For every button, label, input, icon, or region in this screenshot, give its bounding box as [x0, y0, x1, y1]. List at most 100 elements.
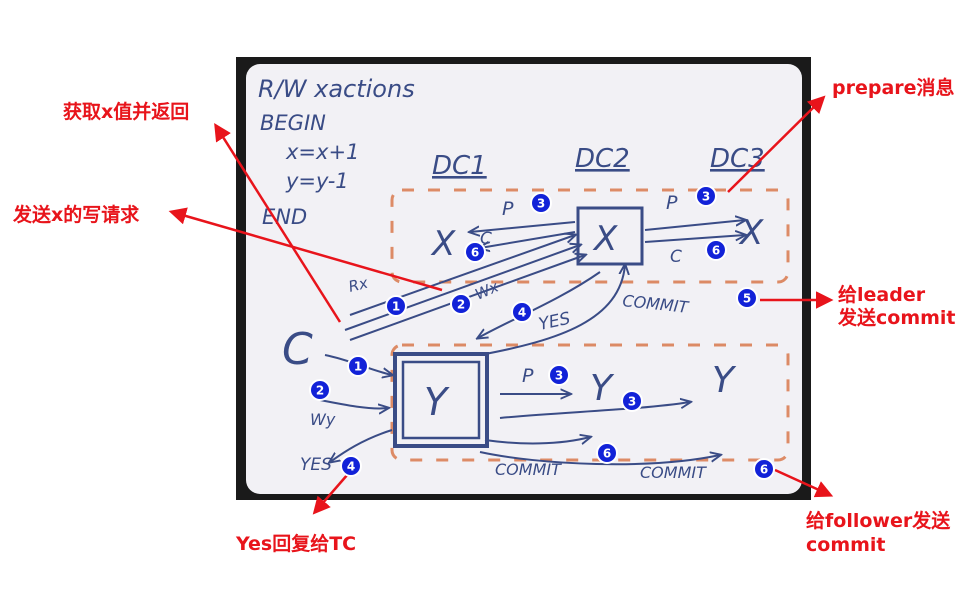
commit-arrow-y-dc2 — [484, 437, 590, 443]
callout-labels: 获取x值并返回 发送x的写请求 prepare消息 给leader 发送comm… — [11, 75, 958, 558]
commit-arrow-dc3 — [644, 235, 745, 243]
y-statement: y=y-1 — [285, 169, 349, 193]
whiteboard-surface — [246, 64, 802, 494]
badge-number: 6 — [471, 246, 479, 260]
callout-follower-commit-line1: 给follower发送 — [806, 509, 951, 532]
badge-circle — [753, 458, 775, 480]
callout-prepare: prepare消息 — [832, 76, 955, 99]
row-x-region — [390, 188, 790, 284]
badge-number: 6 — [712, 244, 720, 258]
step-badge-b6-commit: 6 — [596, 442, 618, 464]
y-leader-dc1: Y — [424, 380, 450, 424]
badge-circle — [621, 390, 643, 412]
step-badges: 1 2 3 6 4 3 6 5 1 2 3 3 6 4 6 — [309, 185, 775, 480]
prepare-label-dc1: P — [502, 198, 514, 220]
badge-circle — [450, 293, 472, 315]
step-badge-b2-left: 2 — [309, 379, 331, 401]
begin-label: BEGIN — [260, 111, 326, 135]
badge-number: 2 — [457, 298, 465, 312]
step-badge-b3-dc3: 3 — [695, 185, 717, 207]
badge-circle — [464, 241, 486, 263]
badge-number: 3 — [537, 197, 545, 211]
prepare-arrow-dc1 — [470, 221, 576, 232]
wx-arrow-1 — [344, 245, 580, 331]
dc2-label: DC2 — [575, 144, 630, 174]
badge-circle — [347, 355, 369, 377]
badge-circle — [511, 301, 533, 323]
step-badge-b6-dc1: 6 — [464, 241, 486, 263]
row-y-region — [390, 343, 790, 462]
badge-circle — [309, 379, 331, 401]
prepare-label-y: P — [522, 365, 534, 387]
yes-left-label: YES — [300, 455, 332, 475]
callout-get-x: 获取x值并返回 — [63, 100, 189, 123]
x-statement: x=x+1 — [285, 140, 359, 164]
commit-c-label-dc3: C — [670, 247, 682, 267]
step-badge-b3-p: 3 — [548, 364, 570, 386]
callout-leader-commit-line2: 发送commit — [837, 306, 956, 329]
x-leader-dc2: X — [592, 219, 618, 259]
whiteboard-photo: R/W xactions BEGIN x=x+1 y=y-1 END DC1 D… — [236, 57, 811, 500]
step-badge-b1-left: 1 — [347, 355, 369, 377]
dc1-label: DC1 — [432, 151, 487, 181]
prepare-arrow-y-dc3 — [499, 402, 690, 419]
badge-circle — [736, 287, 758, 309]
step-badge-b6-right: 6 — [753, 458, 775, 480]
badge-number: 3 — [555, 369, 563, 383]
step-badge-b2-top: 2 — [450, 293, 472, 315]
badge-number: 4 — [518, 306, 526, 320]
wy-label: Wy — [310, 410, 336, 429]
arrow-get-x — [214, 123, 342, 323]
step-badge-b3-dc2: 3 — [530, 192, 552, 214]
badge-circle — [695, 185, 717, 207]
wy-arrow — [319, 399, 388, 408]
prepare-arrow-dc3 — [644, 220, 745, 231]
callout-yes-reply: Yes回复给TC — [235, 532, 356, 555]
commit-right-label: COMMIT — [640, 463, 707, 482]
dc3-label: DC3 — [710, 144, 765, 174]
badge-number: 5 — [743, 292, 751, 306]
step-badge-b6-dc3: 6 — [705, 239, 727, 261]
badge-circle — [340, 455, 362, 477]
badge-number: 6 — [603, 447, 611, 461]
arrow-send-write-x — [168, 207, 443, 292]
commit-arrow-y-dc3 — [479, 451, 720, 466]
x-replica-dc1: X — [430, 224, 456, 264]
callout-leader-commit-line1: 给leader — [838, 283, 926, 306]
yes-arrow-left — [330, 429, 393, 462]
badge-circle — [548, 364, 570, 386]
y-replica-dc3: Y — [712, 360, 737, 401]
badge-number: 1 — [392, 300, 400, 314]
badge-circle — [385, 295, 407, 317]
badge-number: 3 — [628, 395, 636, 409]
handwriting: R/W xactions BEGIN x=x+1 y=y-1 END DC1 D… — [258, 75, 765, 482]
step-badge-b4-left: 4 — [340, 455, 362, 477]
y-leader-box-inner — [401, 360, 481, 440]
client-label: C — [282, 324, 313, 375]
callout-follower-commit-line2: commit — [806, 534, 886, 556]
step-badge-b5-commit: 5 — [736, 287, 758, 309]
badge-circle — [530, 192, 552, 214]
commit-arrow-dc1 — [480, 231, 576, 248]
badge-number: 3 — [702, 190, 710, 204]
arrow-yes-reply — [312, 473, 349, 515]
badge-circle — [705, 239, 727, 261]
dc-regions — [390, 188, 790, 462]
step-badge-b1-top: 1 — [385, 295, 407, 317]
commit-mid-label: COMMIT — [495, 460, 562, 479]
arrow-prepare — [727, 95, 826, 193]
commit-arrow-to-leader — [479, 265, 625, 356]
badge-number: 4 — [347, 460, 355, 474]
callout-arrows — [168, 95, 834, 515]
yes-arrow-top — [478, 271, 601, 338]
rx-label: Rx — [347, 274, 370, 296]
y-replica-dc2: Y — [590, 368, 615, 409]
step-badge-b4-yes: 4 — [511, 301, 533, 323]
badge-number: 1 — [354, 360, 362, 374]
badge-circle — [596, 442, 618, 464]
xaction-title: R/W xactions — [258, 75, 415, 103]
prepare-label-dc3: P — [666, 192, 678, 214]
callout-send-write-x: 发送x的写请求 — [12, 203, 140, 226]
y-leader-box-outer — [393, 352, 489, 448]
step-badge-b3-y: 3 — [621, 390, 643, 412]
